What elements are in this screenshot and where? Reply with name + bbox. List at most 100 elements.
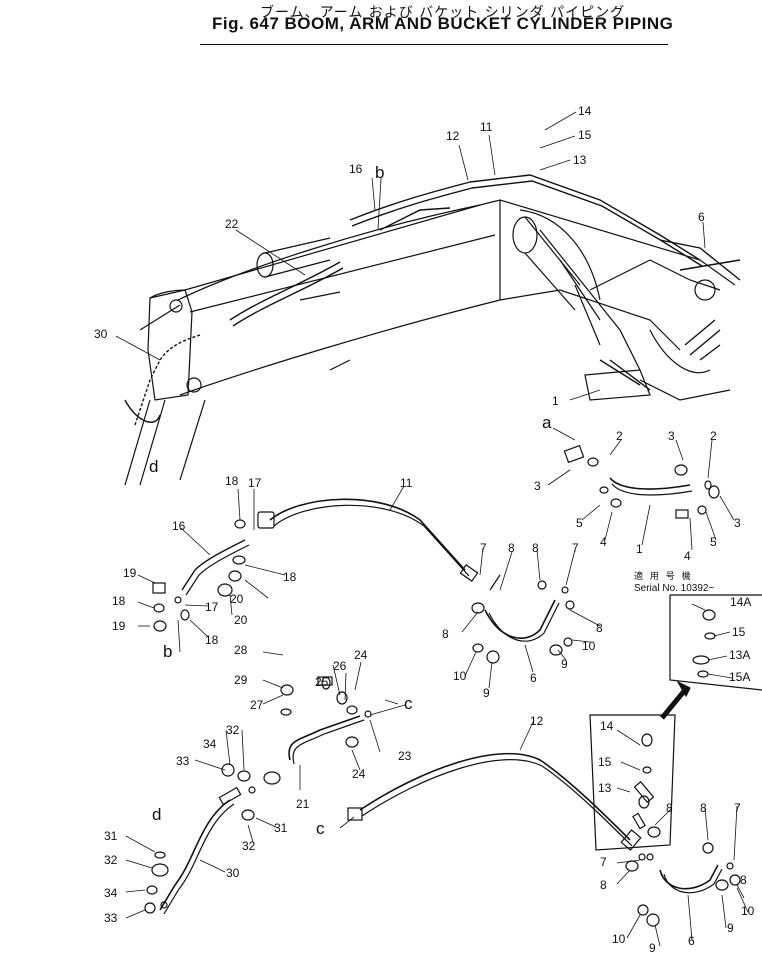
callout-upper-6: 22 — [225, 217, 239, 231]
callout-mid-6: 9 — [483, 686, 490, 700]
callout-lower_right-5: 8 — [700, 801, 707, 815]
pipe-6-mid — [471, 574, 575, 664]
callout-inset-1: 15 — [732, 625, 746, 639]
callout-upper-4: 12 — [446, 129, 460, 143]
callout-lower_right-13: 9 — [649, 941, 656, 955]
callout-upper-0: 14 — [578, 104, 592, 118]
reference-letter-2: b — [163, 642, 172, 661]
callout-lower_right-8: 8 — [600, 878, 607, 892]
leader-lines — [115, 111, 749, 947]
callout-lower_left-15: 32 — [104, 853, 118, 867]
callout-inset-0: 14A — [730, 595, 751, 609]
reference-letter-4: c — [316, 819, 325, 838]
callout-cyl_set_right-5: 3 — [668, 429, 675, 443]
callout-mid-1: 8 — [508, 541, 515, 555]
hose-11-assembly — [152, 498, 479, 632]
callout-lower_left-11: 33 — [176, 754, 190, 768]
callout-lower_left-17: 33 — [104, 911, 118, 925]
callout-upper-9: 1 — [552, 394, 559, 408]
callout-lower_left-6: 23 — [398, 749, 412, 763]
callout-cyl_set_right-0: 2 — [616, 429, 623, 443]
callout-hose_11-10: 20 — [234, 613, 248, 627]
callout-lower_left-4: 24 — [354, 648, 368, 662]
lower-left-pipe-group — [144, 676, 372, 915]
callout-upper-7: 6 — [698, 210, 705, 224]
callout-hose_11-9: 19 — [112, 619, 126, 633]
callout-lower_left-14: 31 — [274, 821, 288, 835]
serial-note: 適 用 号 機 Serial No. 10392~ — [634, 572, 714, 594]
callout-mid-3: 7 — [572, 541, 579, 555]
callout-lower_left-2: 27 — [250, 698, 264, 712]
callout-lower_left-16: 34 — [104, 886, 118, 900]
reference-letter-5: d — [152, 805, 161, 824]
callout-hose_11-11: 18 — [205, 633, 219, 647]
callout-lower_right-2: 15 — [598, 755, 612, 769]
callout-lower_left-5: 25 — [315, 675, 329, 689]
callout-upper-1: 15 — [578, 128, 592, 142]
callout-mid-5: 8 — [596, 621, 603, 635]
callout-lower_left-10: 32 — [226, 723, 240, 737]
callout-cyl_set_right-6: 2 — [710, 429, 717, 443]
callout-hose_11-7: 18 — [112, 594, 126, 608]
callout-mid-10: 6 — [530, 671, 537, 685]
callout-cyl_set_right-2: 5 — [576, 516, 583, 530]
reference-letter-6: d — [149, 457, 158, 476]
callout-mid-4: 8 — [442, 627, 449, 641]
callout-lower_left-18: 30 — [226, 866, 240, 880]
callout-mid-0: 7 — [480, 541, 487, 555]
reference-letter-1: b — [375, 163, 384, 182]
hose-12-assembly — [347, 752, 741, 927]
callout-hose_11-3: 16 — [172, 519, 186, 533]
reference-letter-0: a — [542, 413, 552, 432]
callout-lower_left-8: 21 — [296, 797, 310, 811]
callout-cyl_set_right-8: 5 — [710, 535, 717, 549]
callout-inset-3: 15A — [729, 670, 750, 684]
callout-mid-2: 8 — [532, 541, 539, 555]
callout-upper-5: 16 — [349, 162, 363, 176]
callout-hose_11-2: 17 — [248, 476, 262, 490]
callout-lower_right-4: 8 — [666, 801, 673, 815]
callout-cyl_set_right-3: 4 — [600, 535, 607, 549]
reference-letters: a b b c c d d — [149, 163, 552, 838]
callout-hose_11-0: 11 — [400, 476, 413, 490]
callout-lower_right-0: 12 — [530, 714, 544, 728]
callout-cyl_set_right-9: 4 — [684, 549, 691, 563]
callout-lower_left-12: 31 — [104, 829, 118, 843]
callout-lower_left-1: 29 — [234, 673, 248, 687]
title-underline — [200, 44, 668, 45]
reference-letter-3: c — [404, 694, 413, 713]
callout-lower_left-3: 26 — [333, 659, 347, 673]
callout-mid-7: 10 — [453, 669, 467, 683]
callout-lower_left-7: 24 — [352, 767, 366, 781]
callout-lower_right-9: 8 — [740, 873, 747, 887]
callout-hose_11-4: 19 — [123, 566, 137, 580]
callout-lower_left-0: 28 — [234, 643, 248, 657]
callout-hose_11-6: 18 — [283, 570, 297, 584]
title-japanese: ブーム、アーム および バケット シリンダ パイピング — [260, 5, 626, 21]
boom-arm-outline — [124, 199, 736, 486]
callout-mid-8: 10 — [582, 639, 596, 653]
callout-hose_11-8: 17 — [205, 600, 219, 614]
callout-lower_right-3: 13 — [598, 781, 612, 795]
callout-lower_right-6: 7 — [734, 801, 741, 815]
callout-lower_right-10: 10 — [741, 904, 755, 918]
callout-mid-9: 9 — [561, 657, 568, 671]
callout-lower_right-1: 14 — [600, 719, 614, 733]
callout-hose_11-1: 18 — [225, 474, 239, 488]
serial-note-label: 適 用 号 機 — [634, 572, 693, 582]
serial-note-text: Serial No. 10392~ — [634, 583, 715, 594]
boom-hose-routing — [124, 174, 741, 426]
callout-lower_left-13: 32 — [242, 839, 256, 853]
callout-lower_right-14: 6 — [688, 934, 695, 948]
callout-inset-2: 13A — [729, 648, 750, 662]
callout-cyl_set_right-7: 3 — [734, 516, 741, 530]
callout-lower_right-12: 9 — [727, 921, 734, 935]
callout-upper-8: 30 — [94, 327, 108, 341]
figure-title: Fig. 647 BOOM, ARM AND BUCKET CYLINDER P… — [212, 14, 674, 33]
detail-inset-box — [589, 714, 676, 851]
bucket-pipe-set — [563, 444, 720, 519]
callout-upper-3: 11 — [480, 120, 493, 134]
